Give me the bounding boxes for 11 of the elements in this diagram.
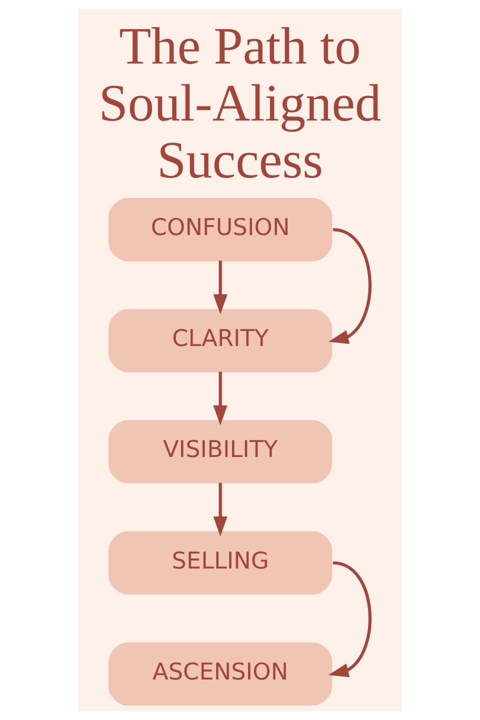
node-box: VISIBILITY (108, 420, 332, 484)
diagram-title: The Path to Soul-Aligned Success (98, 17, 382, 190)
arrow (213, 372, 228, 426)
node-box: CLARITY (108, 309, 332, 372)
arrow (328, 561, 372, 678)
arrow (213, 482, 228, 537)
arrow (328, 228, 372, 344)
node-box: ASCENSION (108, 642, 332, 706)
node-box: CONFUSION (108, 198, 332, 262)
node-box: SELLING (108, 531, 332, 595)
arrow (213, 260, 228, 314)
